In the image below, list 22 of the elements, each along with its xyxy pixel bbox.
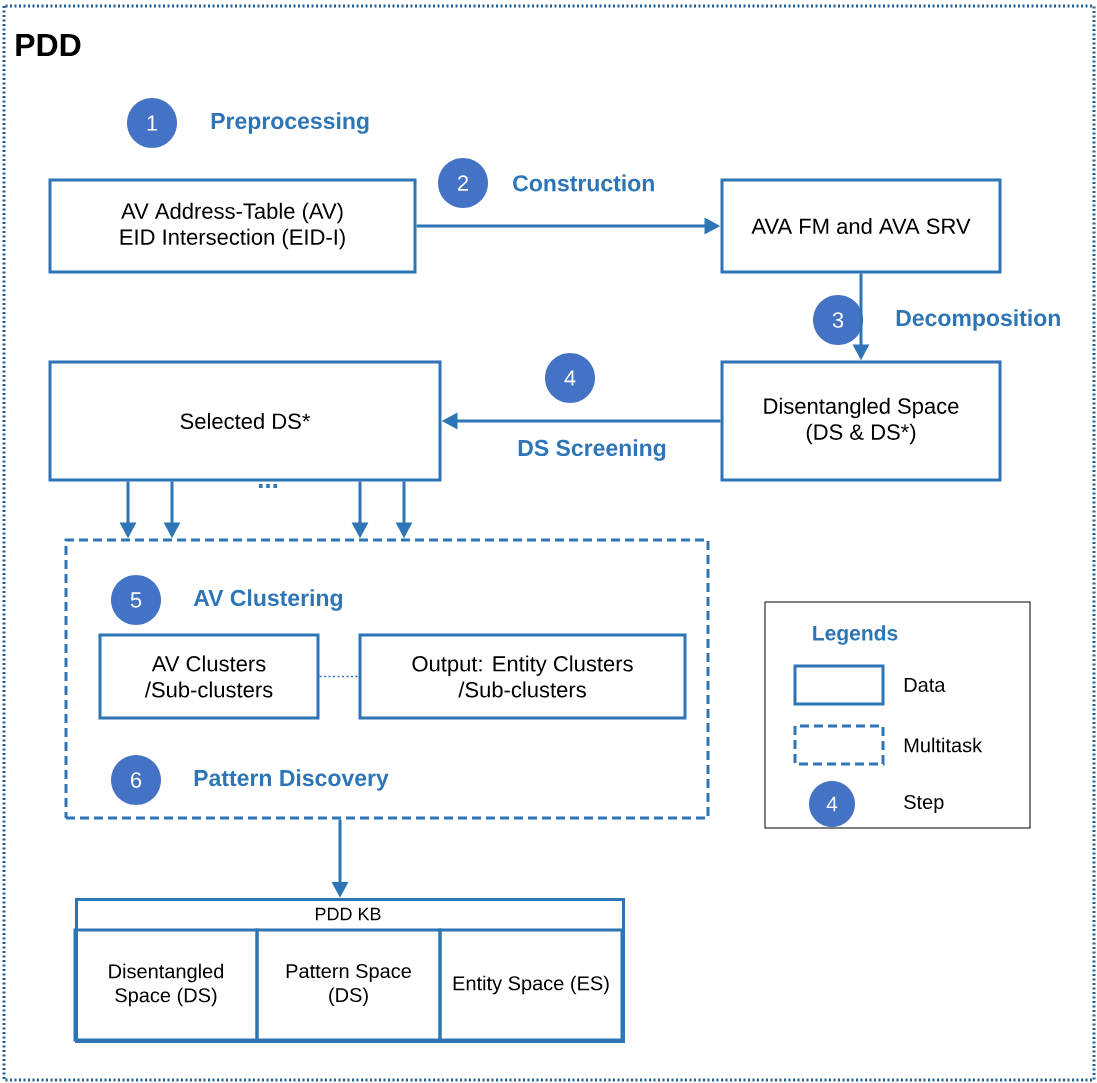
- label: 4: [826, 796, 838, 812]
- multitask-box: [64, 538, 710, 820]
- step-label: Decomposition: [896, 309, 1060, 331]
- step-label: AV Clustering: [193, 589, 342, 611]
- table-cell: Entity Space (ES): [438, 928, 624, 1042]
- step-label: Construction: [513, 174, 654, 192]
- legend-item: Data: [793, 664, 946, 706]
- data-box: Disentangled Space (DS & DS*): [720, 360, 1002, 482]
- step-label: Pattern Discovery: [194, 769, 389, 791]
- table-cell: Disentangled Space (DS): [73, 928, 259, 1042]
- step-label: DS Screening: [518, 439, 666, 461]
- table-cell: Pattern Space (DS): [255, 928, 442, 1042]
- legend-title: Legends: [813, 625, 898, 645]
- legend-item: 4 Step: [809, 781, 944, 827]
- legend-label: Step: [904, 794, 944, 814]
- data-box: AV Address-Table (AV) EID Intersection (EID-I): [48, 178, 417, 274]
- data-box: Selected DS*: [48, 360, 442, 482]
- legend-item: Multitask: [793, 724, 983, 766]
- data-box: Output: Entity Clusters /Sub-clusters: [358, 633, 687, 720]
- data-box: AVA FM and AVA SRV: [720, 178, 1002, 274]
- step-label: Preprocessing: [211, 112, 369, 134]
- data-box: AV Clusters /Sub-clusters: [98, 633, 320, 720]
